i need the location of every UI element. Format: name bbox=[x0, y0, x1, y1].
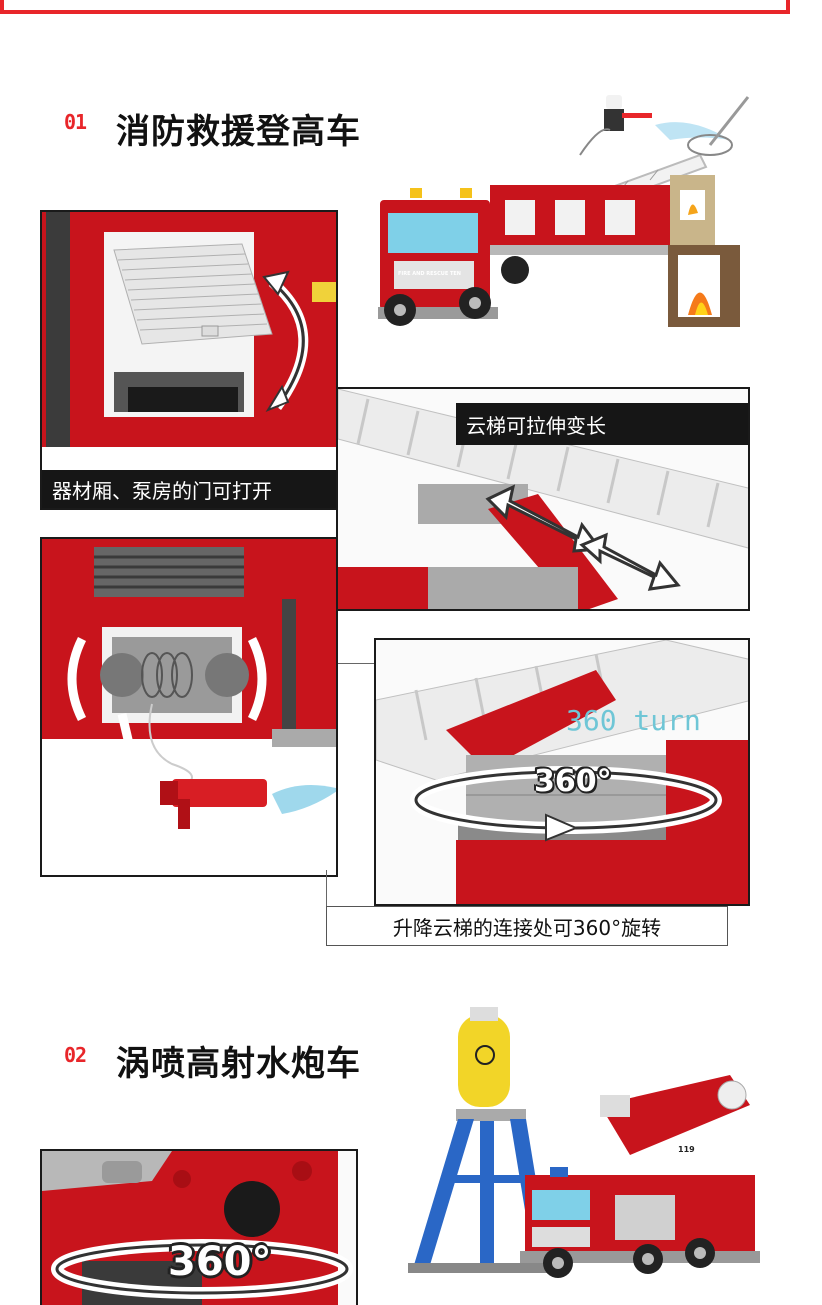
panel-equipment-door: 器材厢、泵房的门可打开 bbox=[40, 210, 338, 510]
caption-ladder: 云梯可拉伸变长 bbox=[456, 403, 748, 445]
top-frame-bar bbox=[0, 0, 790, 14]
caption-rotate: 升降云梯的连接处可360°旋转 bbox=[326, 906, 728, 946]
truck-number: 119 bbox=[678, 1145, 695, 1154]
aerial-ladder-truck-image: FIRE AND RESCUE TEN bbox=[370, 85, 770, 340]
caption-doors: 器材厢、泵房的门可打开 bbox=[42, 470, 336, 508]
panel-hose-reel bbox=[40, 537, 338, 877]
turn-label: 360 turn bbox=[566, 704, 701, 737]
connector-line bbox=[338, 663, 374, 664]
degree-label: 360° bbox=[534, 764, 612, 799]
panel-cannon-rotation: 360° bbox=[40, 1149, 358, 1305]
section-title-aerial-ladder-truck: 消防救援登高车 bbox=[116, 112, 361, 152]
panel-360-rotation: 360 turn 360° bbox=[374, 638, 750, 906]
panel-extending-ladder: 云梯可拉伸变长 bbox=[336, 387, 750, 611]
section-title-water-cannon-truck: 涡喷高射水炮车 bbox=[116, 1044, 361, 1084]
truck-sign-text: FIRE AND RESCUE TEN bbox=[398, 271, 461, 277]
section-number-02: 02 bbox=[64, 1043, 87, 1067]
water-cannon-truck-image: 119 bbox=[400, 1005, 760, 1295]
section-number-01: 01 bbox=[64, 110, 87, 134]
degree-label-cannon: 360° bbox=[168, 1239, 272, 1285]
